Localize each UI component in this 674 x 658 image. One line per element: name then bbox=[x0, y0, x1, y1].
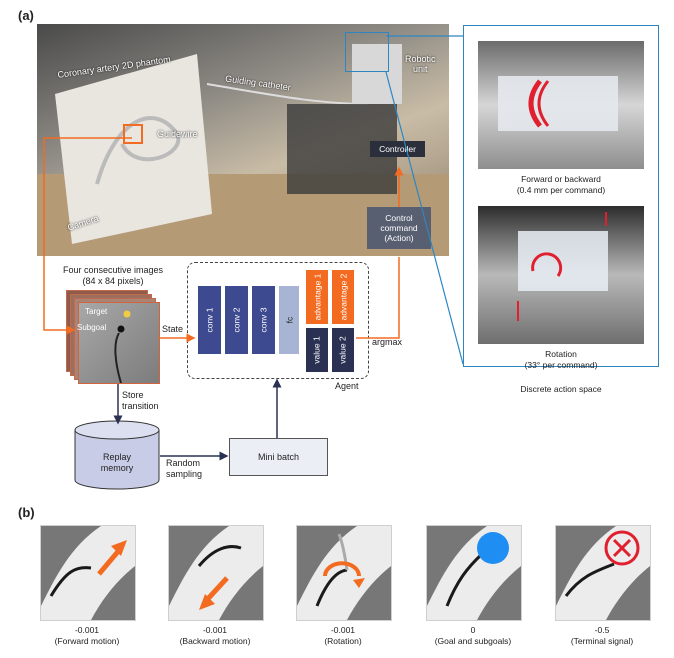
phantom-board bbox=[55, 54, 212, 244]
catheter-line bbox=[206, 83, 368, 105]
conv-3-layer: conv 3 bbox=[252, 286, 275, 354]
guidewire-label: Guidewire bbox=[157, 129, 198, 139]
conv-2-layer: conv 2 bbox=[225, 286, 248, 354]
conv-1-layer: conv 1 bbox=[198, 286, 221, 354]
reward-desc-forward: (Forward motion) bbox=[54, 636, 120, 646]
reward-panel-forward bbox=[40, 525, 136, 621]
rotation-photo-drawing bbox=[517, 212, 608, 321]
action-space-frame: Forward or backward (0.4 mm per command)… bbox=[463, 25, 659, 370]
reward-panel-backward bbox=[168, 525, 264, 621]
reward-desc-terminal: (Terminal signal) bbox=[570, 636, 634, 646]
forward-caption: Forward or backward (0.4 mm per command) bbox=[516, 174, 606, 195]
replay-memory-cylinder bbox=[74, 420, 160, 490]
goal-drawing bbox=[427, 526, 521, 620]
reward-value-backward: -0.001 bbox=[202, 625, 228, 635]
random-sampling-label: Random sampling bbox=[166, 458, 203, 479]
robotic-unit-highlight bbox=[345, 32, 389, 72]
forward-photo-drawing bbox=[498, 76, 618, 131]
reward-value-terminal: -0.5 bbox=[594, 625, 610, 635]
rotation-caption: Rotation (33° per command) bbox=[524, 349, 598, 370]
panel-label-a: (a) bbox=[18, 8, 34, 23]
conv-3-text: conv 3 bbox=[258, 307, 269, 333]
reward-panel-goal bbox=[426, 525, 522, 621]
forward-drawing bbox=[41, 526, 135, 620]
replay-memory-label: Replay memory bbox=[100, 452, 134, 473]
target-label: Target bbox=[85, 307, 108, 316]
rotation-photo bbox=[478, 206, 644, 344]
reward-value-goal: 0 bbox=[470, 625, 476, 635]
forward-photo bbox=[478, 41, 644, 169]
mini-batch-box: Mini batch bbox=[229, 438, 328, 476]
argmax-label: argmax bbox=[372, 337, 403, 347]
reward-desc-backward: (Backward motion) bbox=[179, 636, 251, 646]
reward-value-rotation: -0.001 bbox=[330, 625, 356, 635]
store-transition-label: Store transition bbox=[122, 390, 159, 411]
guidewire-highlight bbox=[123, 124, 143, 144]
fc-layer: fc bbox=[279, 286, 299, 354]
reward-desc-goal: (Goal and subgoals) bbox=[434, 636, 512, 646]
rotation-drawing bbox=[297, 526, 391, 620]
value-1-layer: value 1 bbox=[306, 328, 328, 372]
reward-value-forward: -0.001 bbox=[74, 625, 100, 635]
state-image: Target Subgoal bbox=[77, 302, 160, 384]
terminal-drawing bbox=[556, 526, 650, 620]
reward-panel-terminal bbox=[555, 525, 651, 621]
state-label: State bbox=[162, 324, 184, 334]
advantage-1-layer: advantage 1 bbox=[306, 270, 328, 324]
controller-label: Controller bbox=[370, 141, 425, 157]
advantage-2-text: advantage 2 bbox=[338, 273, 349, 321]
subgoal-label: Subgoal bbox=[77, 323, 107, 332]
value-1-text: value 1 bbox=[312, 336, 323, 364]
value-2-text: value 2 bbox=[338, 336, 349, 364]
advantage-2-layer: advantage 2 bbox=[332, 270, 354, 324]
action-space-caption: Discrete action space bbox=[520, 384, 602, 394]
agent-label: Agent bbox=[335, 381, 359, 391]
advantage-1-text: advantage 1 bbox=[312, 273, 323, 321]
conv-1-text: conv 1 bbox=[204, 307, 215, 333]
backward-drawing bbox=[169, 526, 263, 620]
images-title: Four consecutive images (84 x 84 pixels) bbox=[62, 265, 164, 286]
robotic-unit-label: Robotic unit bbox=[405, 54, 436, 74]
reward-panel-rotation bbox=[296, 525, 392, 621]
fc-text: fc bbox=[284, 316, 294, 324]
control-command-box: Control command (Action) bbox=[367, 207, 431, 249]
panel-label-b: (b) bbox=[18, 505, 35, 520]
conv-2-text: conv 2 bbox=[231, 307, 242, 333]
reward-desc-rotation: (Rotation) bbox=[324, 636, 362, 646]
value-2-layer: value 2 bbox=[332, 328, 354, 372]
